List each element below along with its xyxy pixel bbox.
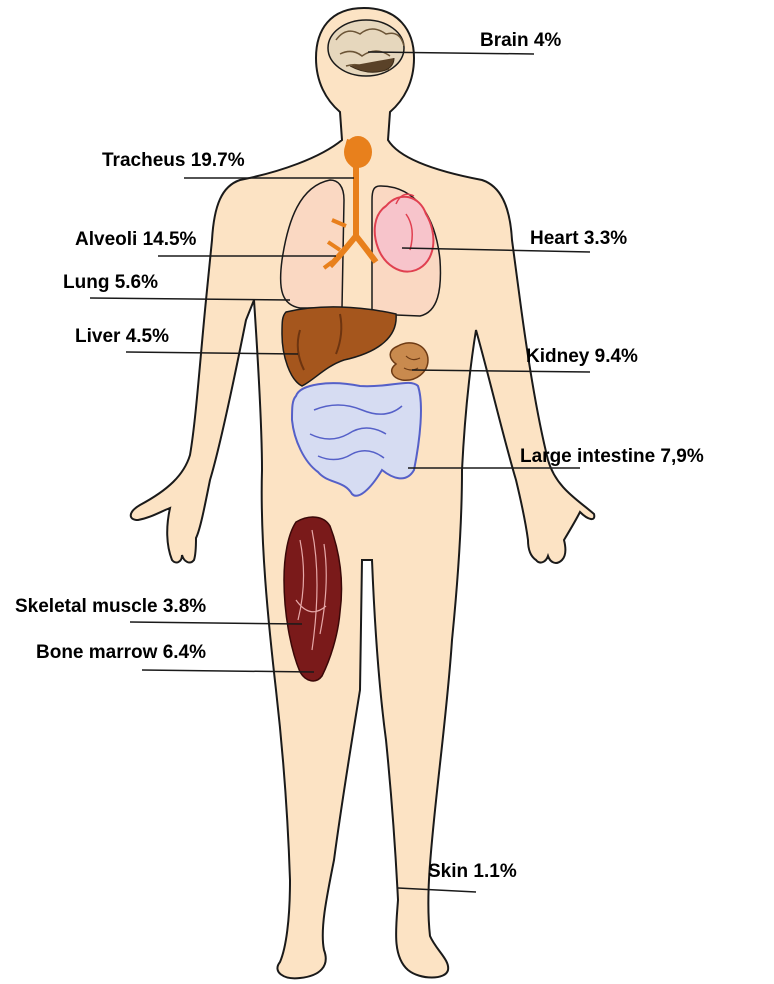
lung-label: Lung 5.6% bbox=[63, 273, 158, 292]
skeletal-muscle-label: Skeletal muscle 3.8% bbox=[15, 597, 206, 616]
tracheus-label: Tracheus 19.7% bbox=[102, 151, 245, 170]
bone-marrow-label: Bone marrow 6.4% bbox=[36, 643, 206, 662]
kidney-label: Kidney 9.4% bbox=[526, 347, 638, 366]
skin-label: Skin 1.1% bbox=[428, 862, 517, 881]
heart-label: Heart 3.3% bbox=[530, 229, 627, 248]
large-intestine-label: Large intestine 7,9% bbox=[520, 447, 704, 466]
brain-label: Brain 4% bbox=[480, 31, 561, 50]
alveoli-label: Alveoli 14.5% bbox=[75, 230, 196, 249]
liver-label: Liver 4.5% bbox=[75, 327, 169, 346]
brain-organ bbox=[328, 20, 404, 76]
